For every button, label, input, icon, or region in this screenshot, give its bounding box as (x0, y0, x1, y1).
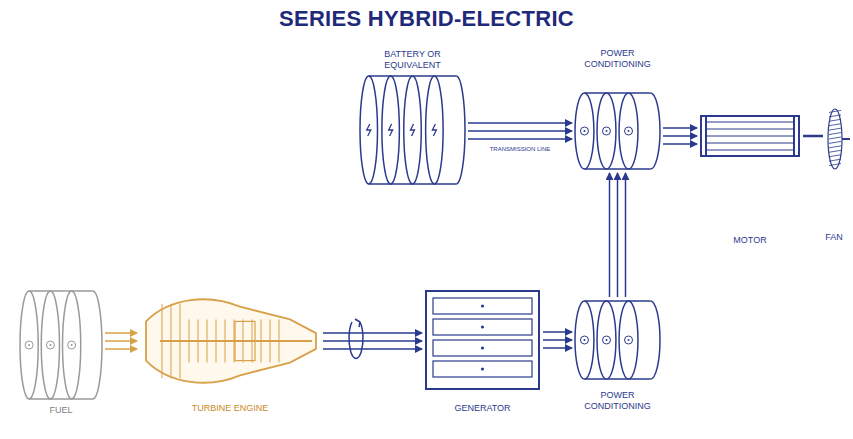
power-conditioning-unit-drawing (575, 300, 660, 380)
power-flow-arrow (543, 332, 572, 348)
generator-drawing (425, 290, 540, 390)
fuel-tank-drawing (20, 290, 102, 400)
diagram-title: SERIES HYBRID-ELECTRIC (0, 6, 853, 32)
turbine-engine-drawing (140, 292, 320, 390)
rotation-arrow (349, 319, 363, 358)
fuel-tank: FUEL (20, 290, 102, 400)
component-label: BATTERY OR EQUIVALENT (368, 49, 458, 71)
power-flow-arrow (803, 136, 823, 137)
power-conditioning-unit: POWER CONDITIONING (575, 300, 660, 380)
component-label: GENERATOR (438, 403, 528, 414)
component-label: FAN (819, 232, 849, 243)
electric-motor: MOTOR (700, 115, 800, 157)
battery-stack: BATTERY OR EQUIVALENT (360, 75, 465, 185)
turbine-engine: TURBINE ENGINE (140, 292, 320, 390)
power-flow-arrow (468, 123, 572, 139)
power-flow-arrow (323, 333, 422, 349)
generator: GENERATOR (425, 290, 540, 390)
component-label: FUEL (31, 405, 91, 416)
component-label: POWER CONDITIONING (573, 48, 663, 70)
power-flow-arrow (610, 173, 626, 297)
component-label: MOTOR (720, 235, 780, 246)
power-flow-arrow (105, 333, 137, 349)
electric-motor-drawing (700, 115, 800, 157)
battery-stack-drawing (360, 75, 465, 185)
power-conditioning-unit: POWER CONDITIONING (575, 92, 660, 170)
power-flow-arrow (663, 128, 697, 144)
component-label: POWER CONDITIONING (573, 390, 663, 412)
edge-label: TRANSMISSION LINE (488, 145, 553, 153)
component-label: TURBINE ENGINE (170, 403, 290, 414)
fan-rotor: FAN (826, 108, 844, 170)
power-conditioning-unit-drawing (575, 92, 660, 170)
fan-rotor-drawing (826, 108, 844, 170)
